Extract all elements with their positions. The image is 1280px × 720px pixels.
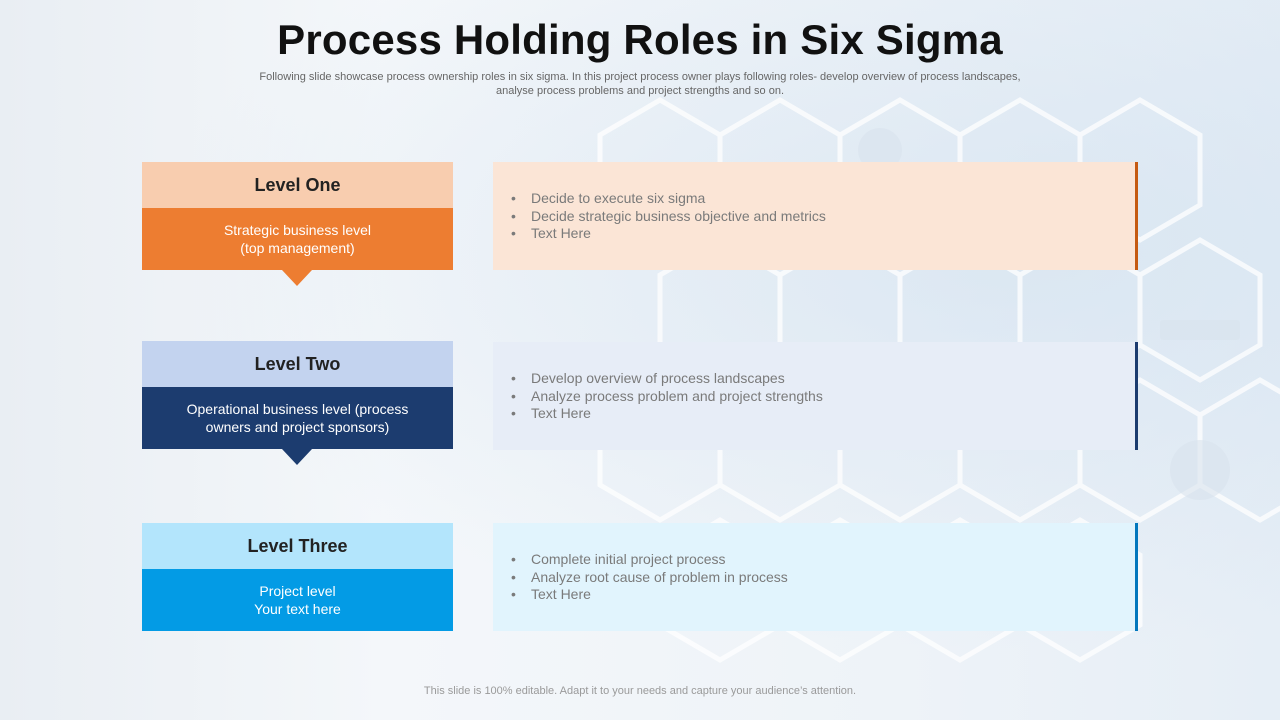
level-description-line: Your text here: [254, 601, 341, 617]
level-description: Operational business level (process owne…: [142, 387, 453, 449]
bullet-item: Text Here: [511, 405, 1138, 423]
page-subtitle: Following slide showcase process ownersh…: [259, 71, 1021, 97]
bullet-item: Analyze root cause of problem in process: [511, 569, 1138, 587]
level-description-line: Project level: [259, 583, 336, 599]
bullet-item: Decide to execute six sigma: [511, 190, 1138, 208]
level-description: Strategic business level (top management…: [142, 208, 453, 270]
level-heading: Level One: [142, 162, 453, 208]
down-arrow-pointer: [282, 449, 312, 465]
panel-accent-rule: [1135, 523, 1138, 631]
level-two-card: Level Two Operational business level (pr…: [142, 341, 453, 465]
footer-note: This slide is 100% editable. Adapt it to…: [423, 685, 857, 697]
level-three-details-panel: Complete initial project process Analyze…: [493, 523, 1138, 631]
panel-accent-rule: [1135, 162, 1138, 270]
level-one-card: Level One Strategic business level (top …: [142, 162, 453, 286]
level-two-details-panel: Develop overview of process landscapes A…: [493, 342, 1138, 450]
level-heading: Level Three: [142, 523, 453, 569]
level-description-line: Strategic business level: [223, 222, 372, 238]
bullet-item: Text Here: [511, 586, 1138, 604]
bullet-item: Analyze process problem and project stre…: [511, 388, 1138, 406]
level-description: Project level Your text here: [142, 569, 453, 631]
level-heading: Level Two: [142, 341, 453, 387]
bullet-item: Decide strategic business objective and …: [511, 208, 1138, 226]
panel-accent-rule: [1135, 342, 1138, 450]
level-description-line: owners and project sponsors): [205, 419, 390, 435]
bullet-item: Develop overview of process landscapes: [511, 370, 1138, 388]
level-description-line: (top management): [240, 240, 355, 256]
bullet-item: Text Here: [511, 225, 1138, 243]
page-title: Process Holding Roles in Six Sigma: [277, 16, 1003, 63]
bullet-item: Complete initial project process: [511, 551, 1138, 569]
level-description-line: Operational business level (process: [186, 401, 409, 417]
down-arrow-pointer: [282, 270, 312, 286]
level-one-details-panel: Decide to execute six sigma Decide strat…: [493, 162, 1138, 270]
level-three-card: Level Three Project level Your text here: [142, 523, 453, 631]
